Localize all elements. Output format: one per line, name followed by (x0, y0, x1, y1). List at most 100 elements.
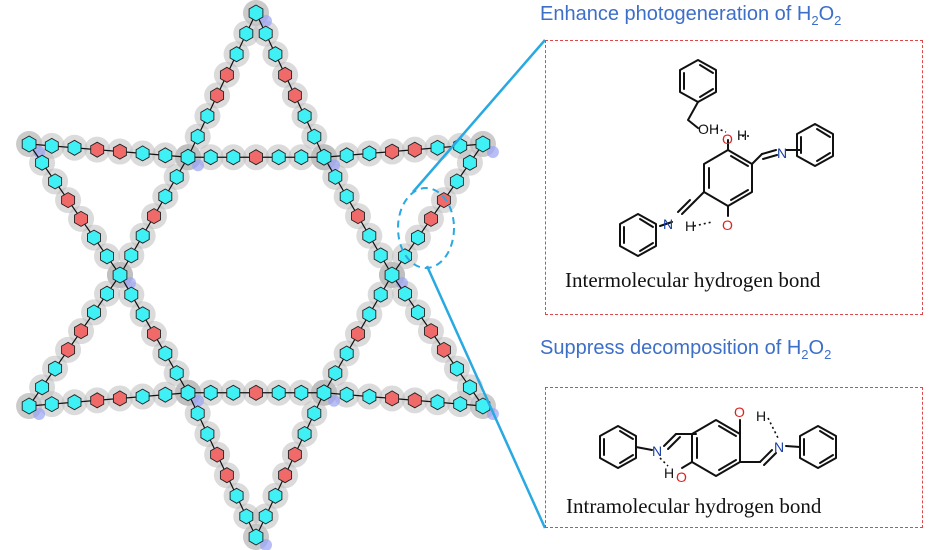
phenyl-ring (453, 396, 468, 413)
hydroxy-ring (385, 143, 400, 160)
pointer-line-top (412, 39, 546, 193)
intermolecular-structure: O H O H N O H N (619, 59, 834, 257)
phenyl-ring (100, 285, 114, 302)
node-phenyl-ring (316, 148, 332, 166)
phenyl-ring (229, 487, 244, 504)
phenyl-ring (158, 188, 173, 205)
atom-o-hydroxyl-benzyl: O (698, 121, 709, 137)
bottom-species-sub2: 2 (824, 347, 832, 362)
atom-h-benzyl: H (709, 121, 719, 137)
hydroxy-ring (147, 208, 161, 225)
phenyl-ring (294, 149, 309, 166)
phenyl-ring (239, 25, 254, 42)
phenyl-ring (271, 149, 286, 166)
phenyl-ring (339, 345, 354, 362)
phenyl-ring (239, 508, 254, 525)
phenyl-ring (462, 379, 477, 396)
nitrogen-sphere (192, 394, 204, 407)
hydroxy-ring (351, 208, 365, 225)
atom-o-top: O (722, 131, 733, 147)
central-ring-intra (691, 419, 741, 477)
phenyl-ring (169, 168, 184, 185)
hydroxy-ring (90, 141, 105, 158)
top-panel-box (545, 40, 923, 315)
hydroxy-ring (112, 143, 127, 160)
phenyl-ring (200, 107, 215, 125)
phenyl-ring (411, 229, 425, 246)
hydroxy-ring (112, 390, 127, 407)
phenyl-ring (328, 168, 343, 185)
bottom-species-o: O (808, 337, 825, 359)
phenyl-ring (411, 304, 425, 321)
phenyl-ring (430, 394, 445, 411)
atom-n-left: N (663, 216, 673, 232)
nitrogen-sphere (260, 15, 272, 27)
node-phenyl-ring (475, 135, 491, 153)
atom-n-left-intra: N (652, 443, 662, 459)
right-phenyl-ring (796, 123, 834, 167)
phenyl-ring (339, 386, 354, 403)
right-phenyl-ring-intra (799, 425, 837, 469)
hydroxy-ring (436, 192, 451, 209)
phenyl-ring (87, 304, 101, 321)
atom-o-bottom: O (722, 217, 733, 233)
top-panel-caption: Intermolecular hydrogen bond (565, 268, 821, 292)
phenyl-ring (271, 384, 286, 401)
nitrogen-sphere (33, 408, 46, 420)
phenyl-ring (398, 285, 412, 302)
hydroxy-ring (278, 467, 293, 484)
phenyl-ring (268, 487, 283, 504)
phenyl-ring (373, 286, 388, 303)
left-phenyl-ring-intra (599, 425, 637, 469)
phenyl-ring (48, 360, 63, 377)
hydroxy-ring (287, 446, 302, 463)
hydroxy-ring (436, 341, 451, 358)
nitrogen-sphere (260, 539, 272, 550)
phenyl-ring (200, 425, 215, 443)
phenyl-ring (124, 286, 139, 303)
atom-h-top: H (737, 127, 747, 143)
top-heading-species: H2O2 (797, 3, 841, 28)
phenyl-ring (135, 306, 150, 323)
node-phenyl-ring (248, 4, 264, 22)
hydroxy-ring (407, 392, 422, 409)
phenyl-ring (307, 128, 322, 145)
phenyl-ring (462, 154, 477, 171)
atom-o-right-intra: O (734, 404, 745, 420)
bottom-heading-species: H2O2 (787, 337, 832, 362)
hydroxy-ring (74, 323, 88, 340)
framework-spacefill-shadow (16, 0, 499, 550)
hydroxy-ring (219, 66, 234, 83)
phenyl-ring (100, 248, 114, 265)
phenyl-ring (449, 173, 464, 190)
top-species-o: O (818, 3, 835, 25)
phenyl-ring (373, 247, 388, 264)
phenyl-ring (135, 388, 150, 405)
node-phenyl-ring (21, 135, 37, 153)
phenyl-ring (135, 227, 150, 244)
framework-bonds (28, 12, 484, 538)
phenyl-ring (169, 365, 184, 382)
intramolecular-structure: N H O O H N (599, 404, 837, 485)
atom-n-right-intra: N (774, 439, 784, 455)
phenyl-ring (35, 379, 50, 396)
phenyl-ring (258, 25, 273, 42)
hydroxy-ring (249, 149, 263, 166)
phenyl-ring (453, 137, 468, 154)
central-hydroxy-ring (703, 149, 753, 207)
hydroxy-ring (351, 325, 365, 342)
left-phenyl-ring (619, 213, 657, 257)
hydroxy-ring (424, 210, 438, 227)
phenyl-ring (44, 137, 59, 154)
phenyl-ring (449, 360, 464, 377)
bottom-heading-text: Suppress decomposition of (540, 337, 782, 359)
phenyl-ring (226, 384, 241, 401)
node-phenyl-ring (21, 397, 37, 415)
hydroxy-ring (210, 87, 225, 104)
top-panel-heading: Enhance photogeneration of H2O2 (540, 3, 841, 28)
phenyl-ring (67, 139, 82, 156)
phenyl-ring (158, 386, 173, 403)
phenyl-ring (229, 46, 244, 63)
